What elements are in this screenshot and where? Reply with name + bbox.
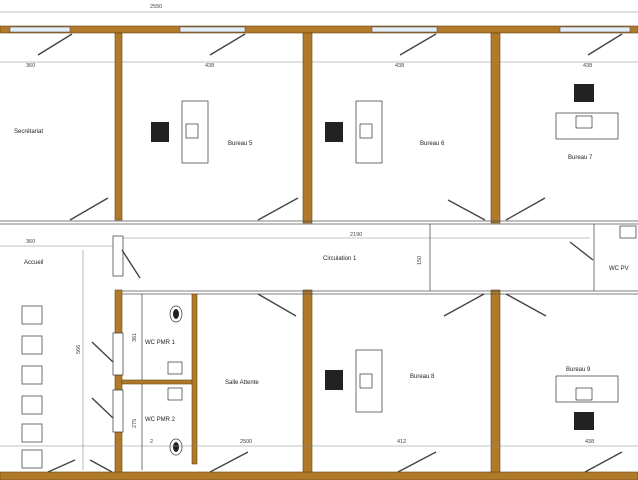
wall-secretariat-bureau5 <box>114 32 123 221</box>
desk-monitor <box>575 115 593 129</box>
chair-icon <box>574 412 594 430</box>
corridor-length-label: 2190 <box>350 232 362 238</box>
window-icon <box>179 26 246 33</box>
desk-group-bureau5 <box>151 100 209 164</box>
toilet-icon-bowl <box>173 442 179 452</box>
wc-door-panel <box>112 389 124 433</box>
room-label-bureau7: Bureau 7 <box>568 155 593 161</box>
top-wall <box>0 25 638 34</box>
bottom-wall <box>0 471 638 480</box>
salle-attente-dim-label: 2500 <box>240 439 252 445</box>
wc-door-panel <box>112 332 124 376</box>
room-label-bureau5: Bureau 5 <box>228 141 253 147</box>
desk-group-bureau7 <box>555 84 619 140</box>
door-swing-icon <box>209 451 249 473</box>
door-swing-icon <box>447 199 486 221</box>
door-swing-icon <box>47 459 76 473</box>
top-dim-4: 438 <box>583 63 592 69</box>
wall-bureau6-bureau7 <box>490 32 501 224</box>
door-swing-icon <box>443 293 485 317</box>
room-label-bureau9: Bureau 9 <box>566 367 591 373</box>
overall-width-label: 2550 <box>150 4 162 10</box>
wc2-dim-label: 275 <box>132 419 138 428</box>
door-swing-icon <box>257 293 297 317</box>
door-swing-icon <box>89 459 113 473</box>
wc1-dim-label: 361 <box>132 333 138 342</box>
room-label-salle-attente: Salle Attente <box>225 380 259 386</box>
door-swing-icon <box>505 197 546 221</box>
chair-icon <box>574 84 594 102</box>
chair-icon <box>325 370 343 390</box>
waiting-chair-icon <box>21 395 43 415</box>
bureau9-dim-label: 438 <box>585 439 594 445</box>
sink-icon <box>167 387 183 401</box>
sink-icon <box>619 225 637 239</box>
accueil-depth-label: 566 <box>76 345 82 354</box>
room-label-wc-pv: WC PV <box>609 266 629 272</box>
waiting-chair-icon <box>21 305 43 325</box>
door-swing-icon <box>37 33 73 56</box>
room-label-circulation: Circulation 1 <box>323 256 357 262</box>
door-swing-icon <box>91 341 114 363</box>
door-swing-icon <box>505 293 547 317</box>
room-label-wc-pmr-1: WC PMR 1 <box>145 340 176 346</box>
door-swing-icon <box>569 241 594 261</box>
overall-dimension: 2550 <box>0 4 638 13</box>
bureau8-dim-label: 412 <box>397 439 406 445</box>
door-swing-icon <box>91 397 114 419</box>
top-dim-3: 438 <box>395 63 404 69</box>
desk-group-bureau9 <box>555 375 619 430</box>
desk-monitor <box>575 387 593 401</box>
corridor-height-label: 150 <box>417 256 423 265</box>
door-swing-icon <box>209 33 246 56</box>
door-swing-icon <box>121 249 141 279</box>
wall-bureau8-bureau9 <box>490 289 501 473</box>
desk-monitor <box>359 123 373 139</box>
room-label-accueil: Accueil <box>24 260 43 266</box>
chair-icon <box>151 122 169 142</box>
sink-icon <box>167 361 183 375</box>
wall-salle-bureau8 <box>302 289 313 473</box>
waiting-chair-icon <box>21 449 43 469</box>
desk-monitor <box>185 123 199 139</box>
door-swing-icon <box>397 451 437 473</box>
wall-left-lower <box>114 289 123 473</box>
window-icon <box>371 26 438 33</box>
door-swing-icon <box>69 197 109 221</box>
waiting-chair-icon <box>21 423 43 443</box>
bottom-small-dim-label: 2 <box>150 439 153 445</box>
door-swing-icon <box>584 451 623 473</box>
door-swing-icon <box>587 33 623 56</box>
door-swing-icon <box>257 197 299 221</box>
wc-wall-right <box>191 293 198 465</box>
chair-icon <box>325 122 343 142</box>
window-icon <box>9 26 71 33</box>
door-swing-icon <box>399 33 437 56</box>
wall-bureau5-bureau6 <box>302 32 313 224</box>
accueil-width-label: 360 <box>26 239 35 245</box>
window-icon <box>559 26 631 33</box>
corridor-door-panel <box>112 235 124 277</box>
waiting-chair-icon <box>21 365 43 385</box>
room-label-wc-pmr-2: WC PMR 2 <box>145 417 176 423</box>
waiting-chair-icon <box>21 335 43 355</box>
top-dim-2: 438 <box>205 63 214 69</box>
top-dim-1: 360 <box>26 63 35 69</box>
room-label-bureau6: Bureau 6 <box>420 141 445 147</box>
room-label-secretariat: Secrétariat <box>14 129 43 135</box>
desk-group-bureau8 <box>325 349 383 413</box>
wc-divider <box>121 379 193 385</box>
room-label-bureau8: Bureau 8 <box>410 374 435 380</box>
toilet-icon-bowl <box>173 309 179 319</box>
desk-monitor <box>359 373 373 389</box>
desk-group-bureau6 <box>325 100 383 164</box>
